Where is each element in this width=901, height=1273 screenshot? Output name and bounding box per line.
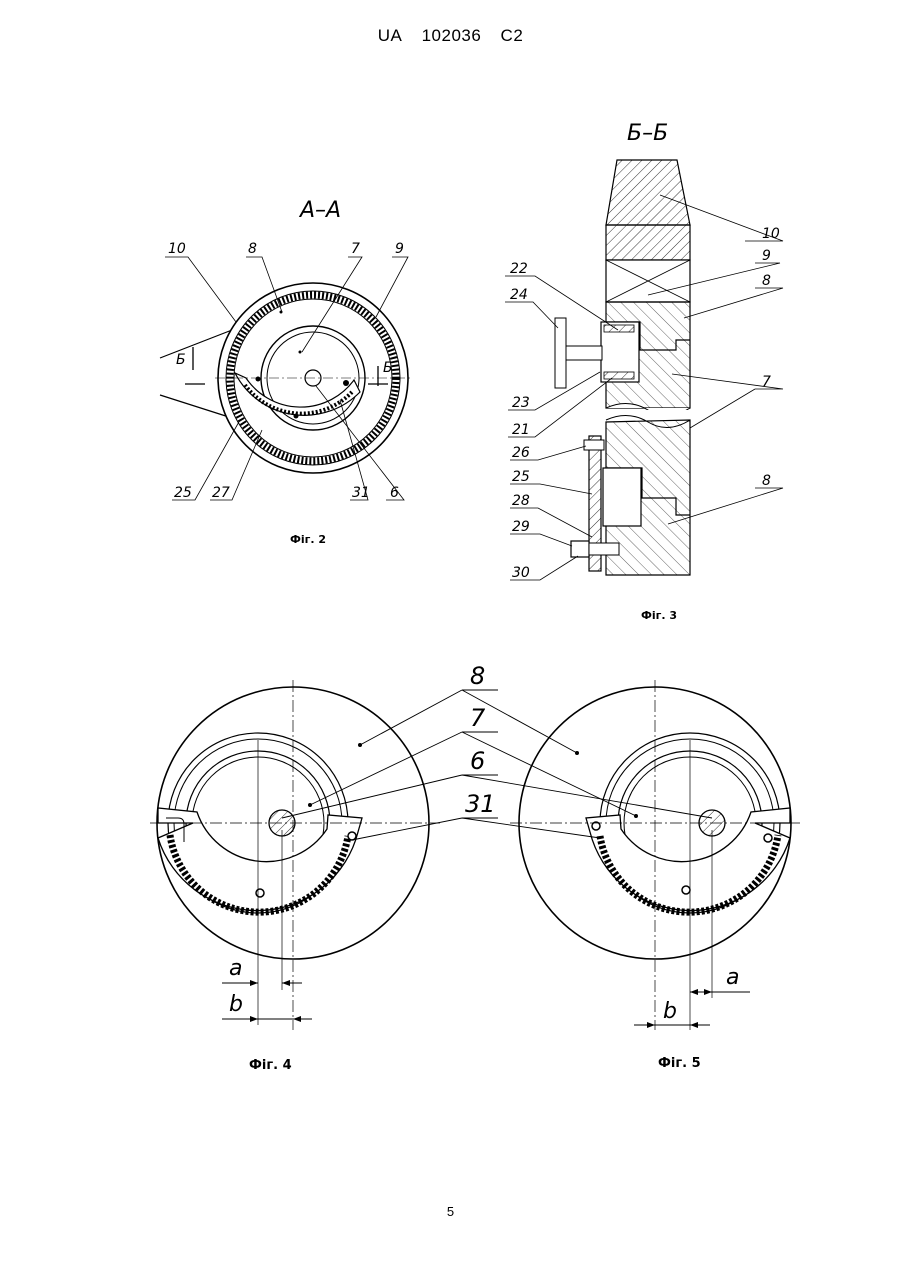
- fig3-label-28: 28: [512, 493, 530, 509]
- fig2-label-10: 10: [168, 241, 186, 257]
- fig3-label-23: 23: [512, 395, 530, 411]
- fig3-label-10: 10: [762, 226, 780, 242]
- fig45-label-31: 31: [465, 790, 496, 818]
- fig3-label-26: 26: [512, 445, 530, 461]
- fig2-dot-8: [280, 311, 283, 314]
- fig2-leader-9: [376, 257, 408, 317]
- fig3-leader-8a: [684, 288, 783, 318]
- fig5-screw-bottom: [682, 886, 690, 894]
- fig3-label-9: 9: [762, 248, 771, 264]
- fig2-label-8: 8: [248, 241, 257, 257]
- fig3-screw-lower: [604, 372, 634, 379]
- fig2-label-9: 9: [395, 241, 404, 257]
- fig4-dim-a-label: a: [229, 956, 242, 981]
- fig2-caption: Фіг. 2: [290, 533, 326, 546]
- fig45-label-6: 6: [470, 747, 485, 775]
- fig2-group: А–А Б Б 10 8 7 9 25: [160, 198, 410, 546]
- fig3-leader-24: [505, 302, 558, 328]
- fig3-label-22: 22: [510, 261, 528, 277]
- fig3-label-21: 21: [512, 422, 530, 438]
- fig3-break-gap: [606, 410, 690, 420]
- fig4-group: a b Фіг. 4: [150, 680, 440, 1073]
- fig3-label-30: 30: [512, 565, 530, 581]
- fig45-label-7: 7: [470, 704, 486, 732]
- fig2-label-7: 7: [351, 241, 360, 257]
- fig2-screw-right: [343, 380, 349, 386]
- fig3-part-10-top: [606, 160, 690, 225]
- fig2-leader-10: [165, 257, 236, 322]
- fig3-label-7: 7: [762, 374, 771, 390]
- fig5-caption: Фіг. 5: [658, 1056, 701, 1071]
- fig3-bolt-29: [589, 543, 619, 555]
- page-number: 5: [0, 1204, 901, 1219]
- fig2-cut-left: [185, 347, 205, 384]
- fig3-label-24: 24: [510, 287, 528, 303]
- fig2-label-25: 25: [174, 485, 192, 501]
- fig3-nut-30: [571, 541, 589, 557]
- fig4-dim-a-arrows: [250, 980, 290, 986]
- fig3-screw-upper: [604, 325, 634, 332]
- fig3-label-25: 25: [512, 469, 530, 485]
- fig3-handle-stem: [566, 346, 602, 360]
- fig3-caption: Фіг. 3: [641, 609, 677, 622]
- fig3-insert-lower: [603, 468, 641, 526]
- fig3-screw-26: [584, 440, 604, 450]
- fig4-screw-bottom: [256, 889, 264, 897]
- fig2-label-27: 27: [212, 485, 230, 501]
- fig4-caption: Фіг. 4: [249, 1058, 292, 1073]
- fig2-section-title: А–А: [298, 198, 341, 223]
- fig3-leader-29: [510, 534, 572, 546]
- fig2-dot-7: [299, 351, 302, 354]
- fig5-dim-b-label: b: [663, 999, 677, 1024]
- fig3-handle-24: [555, 318, 566, 388]
- fig3-label-8b: 8: [762, 473, 771, 489]
- fig3-label-29: 29: [512, 519, 530, 535]
- fig5-screw-right: [764, 834, 772, 842]
- fig3-section-title: Б–Б: [627, 121, 668, 146]
- fig2-screw-left: [256, 377, 261, 382]
- fig5-group: a b Фіг. 5: [510, 680, 800, 1071]
- fig4-dim-b-label: b: [229, 992, 243, 1017]
- fig2-label-6: 6: [390, 485, 399, 501]
- fig5-dim-a-label: a: [726, 965, 739, 990]
- fig45-label-8: 8: [470, 662, 485, 690]
- fig3-part-10-base: [606, 225, 690, 260]
- fig3-group: Б–Б: [505, 121, 783, 622]
- fig2-screw-bottom: [294, 414, 299, 419]
- fig2-cut-label-left: Б: [176, 352, 186, 368]
- fig4-screw-right: [348, 832, 356, 840]
- fig2-label-31: 31: [352, 485, 370, 501]
- fig3-label-8a: 8: [762, 273, 771, 289]
- fig2-cut-label-right: Б: [383, 360, 393, 376]
